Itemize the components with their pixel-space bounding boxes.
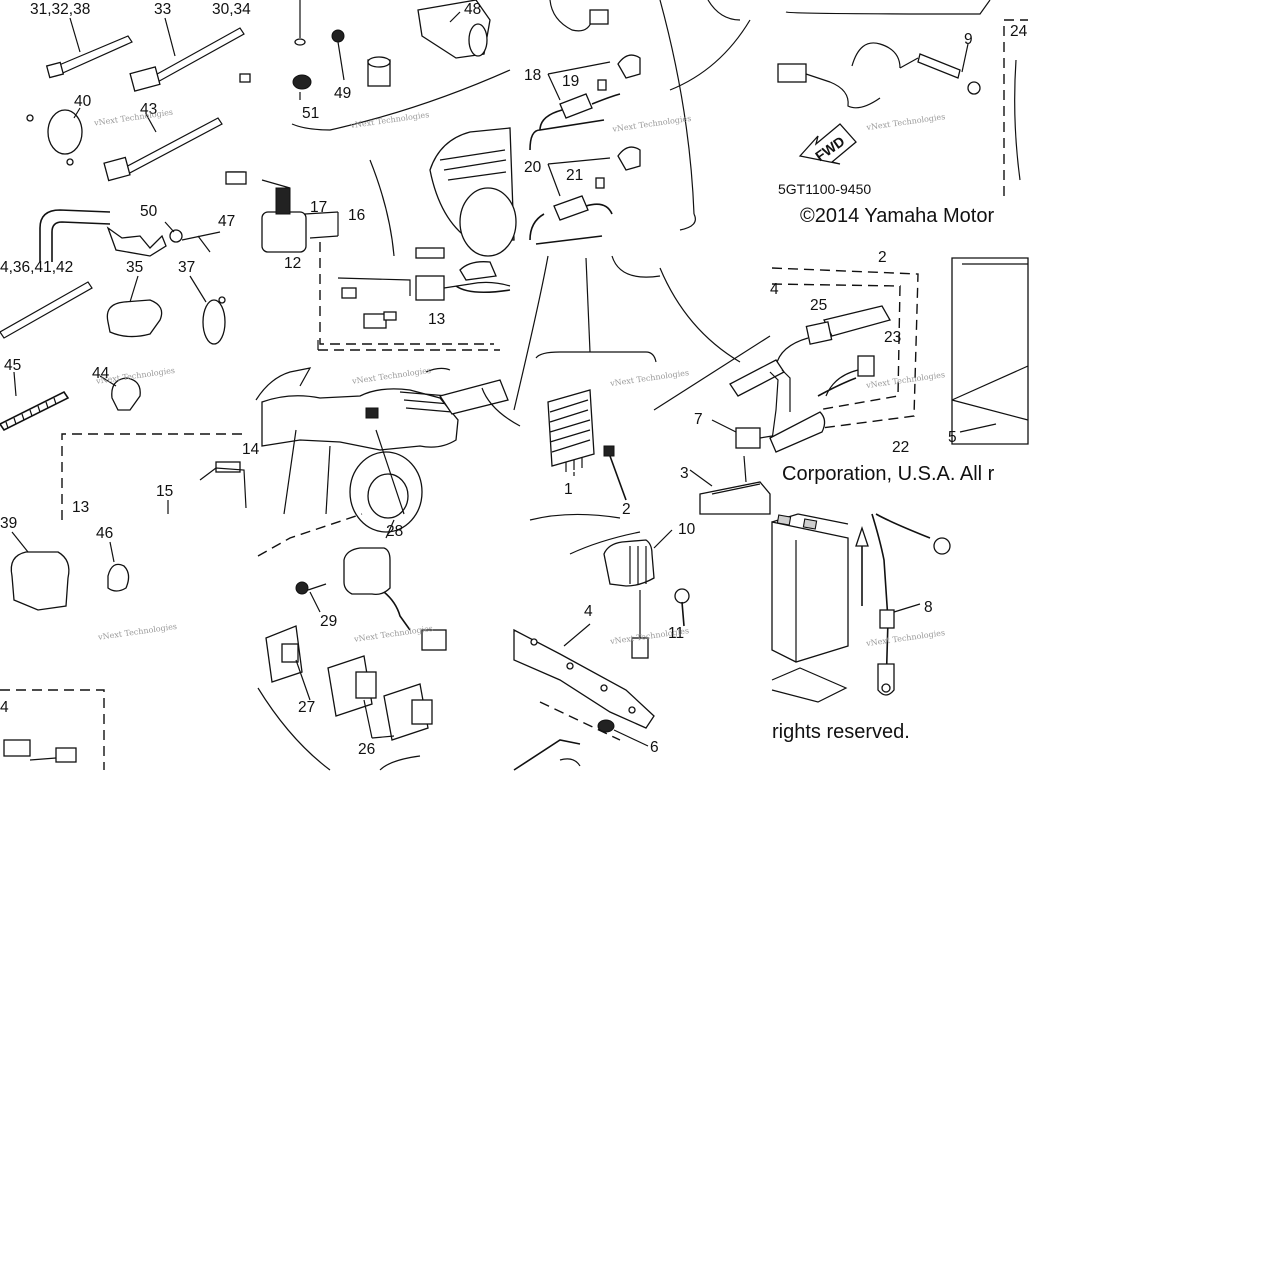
callout-31-32-38: 31,32,38 [30, 1, 90, 18]
callout-16: 16 [348, 207, 365, 224]
watermark: vNext Technologies [351, 366, 432, 386]
tile-handlebar-switch [225, 0, 517, 259]
callout-33: 33 [154, 1, 171, 18]
part-code: 5GT1100-9450 [778, 181, 871, 197]
watermark: vNext Technologies [97, 622, 178, 642]
callout-48: 48 [464, 1, 481, 18]
callout-15: 15 [156, 483, 173, 500]
callout-45: 45 [4, 357, 21, 374]
callout-20: 20 [524, 159, 542, 176]
callout-1: 1 [564, 481, 573, 498]
tile-battery [771, 513, 951, 703]
callout-labels: 31,32,38 33 30,34 40 43 50 47 4,36,41,42… [0, 1, 1028, 758]
tile-atv-body [167, 258, 511, 533]
copyright-line-3: rights reserved. [772, 721, 910, 743]
callout-3: 3 [680, 465, 689, 482]
callout-49: 49 [334, 85, 351, 102]
callout-34-36-41-42: 4,36,41,42 [0, 259, 73, 276]
callout-18: 18 [524, 67, 541, 84]
watermark: vNext Technologies [865, 370, 946, 390]
callout-4-left: 4 [0, 699, 9, 716]
watermark: vNext Technologies [93, 108, 174, 128]
callout-21: 21 [566, 167, 583, 184]
watermark: vNext Technologies [349, 110, 430, 130]
copyright-line-2: Corporation, U.S.A. All r [782, 463, 995, 485]
callout-44: 44 [92, 365, 110, 382]
callout-30-34: 30,34 [212, 1, 251, 18]
callout-9: 9 [964, 31, 973, 48]
callout-5: 5 [948, 429, 957, 446]
tile-wire-leads [529, 0, 751, 245]
callout-39: 39 [0, 515, 17, 532]
tile-rectifier [481, 255, 741, 501]
callout-27: 27 [298, 699, 315, 716]
watermark: vNext Technologies [609, 626, 690, 646]
callout-23: 23 [884, 329, 901, 346]
callout-28: 28 [386, 523, 403, 540]
copyright-line-1: ©2014 Yamaha Motor [800, 205, 994, 227]
tile-battery-harness [653, 257, 1029, 515]
callout-4-right: 4 [770, 281, 779, 298]
callout-47: 47 [218, 213, 235, 230]
callout-13b: 13 [428, 311, 445, 328]
callout-12: 12 [284, 255, 301, 272]
callout-7: 7 [694, 411, 703, 428]
callout-35: 35 [126, 259, 143, 276]
callout-10: 10 [678, 521, 696, 538]
callout-24: 24 [1010, 23, 1028, 40]
callout-29: 29 [320, 613, 337, 630]
callout-8: 8 [924, 599, 933, 616]
callout-6: 6 [650, 739, 659, 756]
callout-51: 51 [302, 105, 319, 122]
callout-2-right: 2 [878, 249, 887, 266]
callout-13a: 13 [72, 499, 89, 516]
tile-harness-top [777, 0, 1028, 196]
callout-46: 46 [96, 525, 113, 542]
callout-26: 26 [358, 741, 375, 758]
tile-cable-ties [0, 17, 251, 770]
callout-22: 22 [892, 439, 909, 456]
callout-17: 17 [310, 199, 327, 216]
tile-relays [257, 513, 447, 771]
callout-11: 11 [668, 625, 684, 642]
callout-2: 2 [622, 501, 631, 518]
callout-14: 14 [242, 441, 260, 458]
watermark: vNext Technologies [865, 112, 946, 132]
callout-19: 19 [562, 73, 579, 90]
callout-37: 37 [178, 259, 195, 276]
callout-25: 25 [810, 297, 827, 314]
watermark: vNext Technologies [609, 368, 690, 388]
watermark: vNext Technologies [865, 628, 946, 648]
callout-50: 50 [140, 203, 158, 220]
callout-43: 43 [140, 101, 157, 118]
tile-cdi-frame [513, 513, 690, 771]
watermark: vNext Technologies [611, 114, 692, 134]
callout-4-mid: 4 [584, 603, 593, 620]
callout-40: 40 [74, 93, 92, 110]
